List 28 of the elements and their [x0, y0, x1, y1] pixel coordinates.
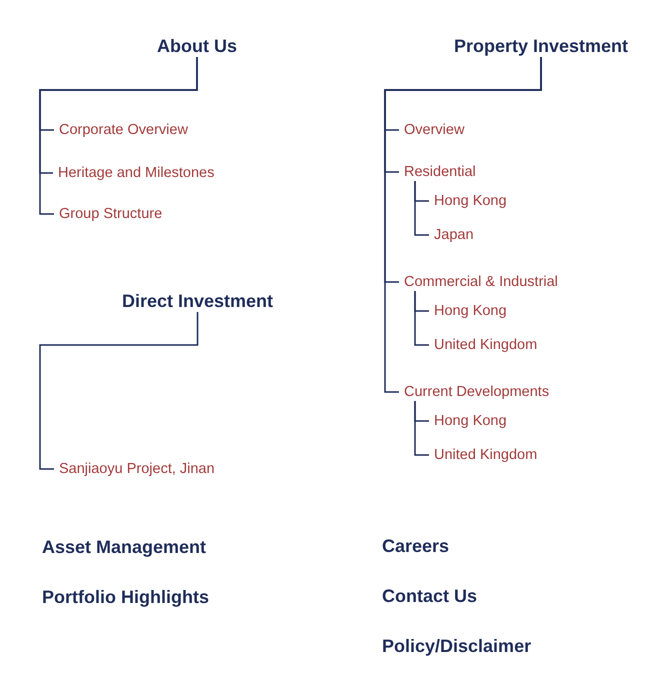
menu-link: United Kingdom: [434, 336, 538, 354]
section-heading: Property Investment: [454, 35, 628, 57]
menu-link: Current Developments: [404, 383, 550, 401]
menu-link: Hong Kong: [434, 302, 507, 320]
menu-link: Hong Kong: [434, 192, 507, 210]
section-heading: Careers: [382, 535, 450, 557]
section-heading: About Us: [157, 35, 237, 57]
menu-link: Overview: [404, 121, 464, 139]
tree-connector: [414, 291, 429, 346]
tree-connector: [384, 57, 542, 393]
menu-link: Commercial & Industrial: [404, 273, 558, 291]
menu-link: Heritage and Milestones: [58, 164, 214, 182]
menu-link: Residential: [404, 163, 476, 181]
tree-connector: [39, 57, 198, 215]
menu-link: Hong Kong: [434, 412, 507, 430]
menu-link: United Kingdom: [434, 446, 538, 464]
section-heading: Contact Us: [382, 585, 478, 607]
menu-link: Sanjiaoyu Project, Jinan: [59, 460, 215, 478]
tree-connector: [414, 181, 429, 236]
menu-link: Corporate Overview: [59, 121, 188, 139]
section-heading: Asset Management: [42, 536, 206, 558]
tree-connector: [414, 401, 429, 456]
menu-link: Group Structure: [59, 205, 162, 223]
section-heading: Policy/Disclaimer: [382, 635, 532, 657]
section-heading: Portfolio Highlights: [42, 586, 209, 608]
tree-connector: [39, 312, 198, 470]
menu-link: Japan: [434, 226, 474, 244]
section-heading: Direct Investment: [122, 290, 274, 312]
